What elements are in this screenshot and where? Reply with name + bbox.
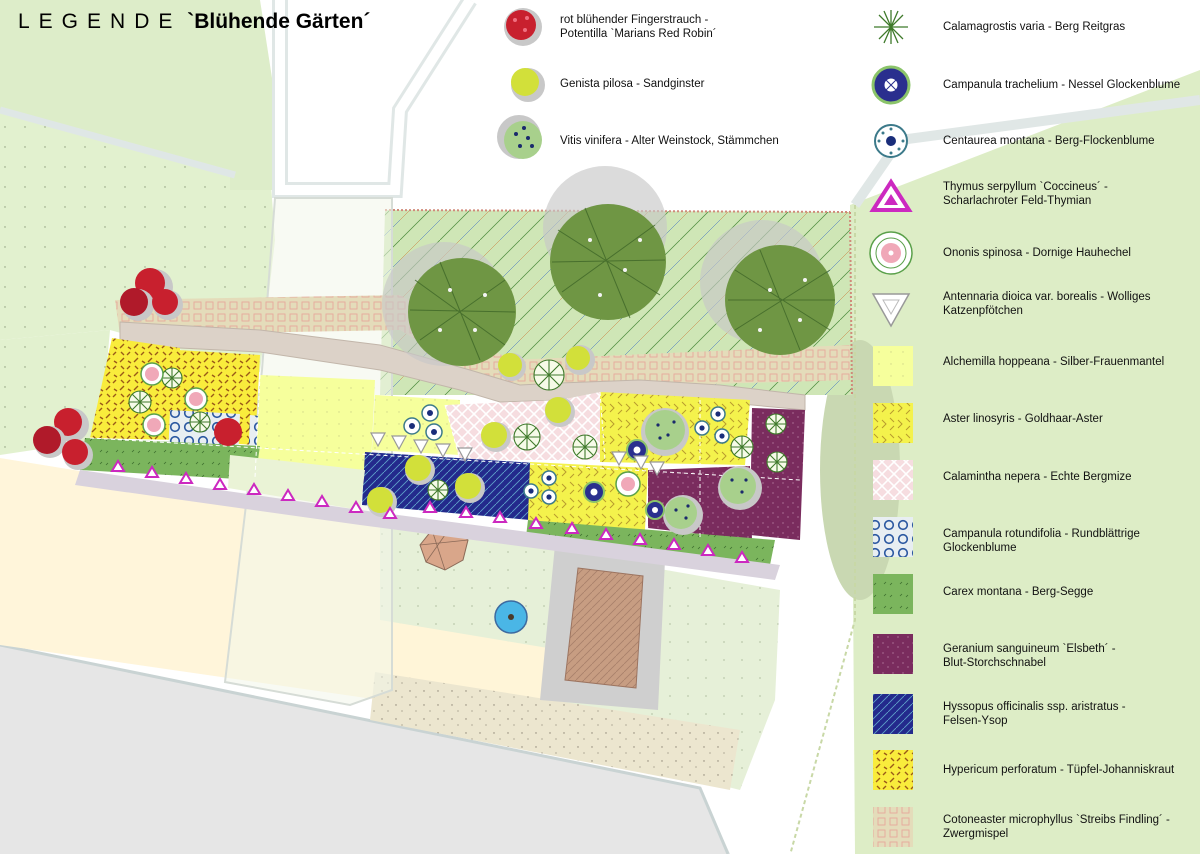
legend-label-campanula-trachelium: Campanula trachelium - Nessel Glockenblu…	[943, 79, 1181, 91]
grapevine-group	[641, 408, 762, 535]
yellow-shrub-icon	[511, 68, 545, 102]
bed-geranium	[750, 408, 805, 540]
blue-circles-swatch	[873, 517, 913, 557]
red-shrub-group	[33, 268, 242, 470]
cotoneaster-strip	[115, 295, 850, 390]
legend-label-antennaria: Antennaria dioica var. borealis - Wollig…	[943, 291, 1151, 317]
dotted-ring-icon	[874, 124, 908, 158]
thyme-edge-strip	[75, 470, 780, 580]
legend-label-calamagrostis: Calamagrostis varia - Berg Reitgras	[943, 21, 1126, 33]
legend-label-carex: Carex montana - Berg-Segge	[943, 586, 1094, 598]
grapevine-icon	[497, 115, 542, 159]
yellow-hatch-swatch	[873, 403, 913, 443]
legend-title-spaced: LEGENDE	[18, 10, 182, 33]
ononis-group	[140, 362, 641, 497]
thymus-group	[110, 459, 750, 563]
sandbox	[564, 567, 644, 689]
legend-label-cotoneaster: Cotoneaster microphyllus `Streibs Findli…	[943, 814, 1170, 840]
bed-alchemilla	[255, 375, 375, 485]
pink-ring-icon	[869, 231, 913, 275]
legend-label-genista: Genista pilosa - Sandginster	[560, 78, 705, 90]
paved-area	[0, 645, 730, 854]
plum-swatch	[873, 634, 913, 674]
legend-label-alchemilla: Alchemilla hoppeana - Silber-Frauenmante…	[943, 356, 1165, 368]
legend-label-vitis: Vitis vinifera - Alter Weinstock, Stämmc…	[560, 135, 779, 147]
legend-label-campanula-rotundifolia: Campanula rotundifolia - Rundblättrige G…	[943, 528, 1140, 554]
legend-icons	[497, 8, 913, 847]
legend-label-potentilla: rot blühender Fingerstrauch - Potentilla…	[560, 14, 717, 40]
green-swatch	[873, 574, 913, 614]
legend-label-aster: Aster linosyris - Goldhaar-Aster	[943, 413, 1103, 425]
navy-hatch-swatch	[873, 694, 913, 734]
legend-label-ononis: Ononis spinosa - Dornige Hauhechel	[943, 247, 1131, 259]
pink-lattice-swatch	[873, 460, 913, 500]
tree-left	[408, 258, 516, 366]
blue-ring-icon	[871, 65, 911, 105]
gravel-strip	[370, 672, 740, 790]
legend-label-geranium: Geranium sanguineum `Elsbeth´ - Blut-Sto…	[943, 643, 1116, 669]
grass-star-icon	[874, 10, 908, 44]
bed-carex	[80, 438, 260, 480]
legend-label-hypericum: Hypericum perforatum - Tüpfel-Johanniskr…	[943, 764, 1175, 776]
yellow-zigzag-swatch	[873, 750, 913, 790]
magenta-triangle-icon	[869, 178, 913, 212]
legend-label-hyssopus: Hyssopus officinalis ssp. aristratus - F…	[943, 701, 1126, 727]
lawn-top-left	[0, 0, 280, 190]
legend-label-thymus: Thymus serpyllum `Coccineus´ - Scharlach…	[943, 181, 1108, 207]
yellow-shrub-group	[367, 345, 595, 517]
legend-title: LEGENDE `Blühende Gärten´	[18, 10, 370, 34]
legend-label-calamintha: Calamintha nepera - Echte Bergmize	[943, 471, 1132, 483]
legend-label-centaurea: Centaurea montana - Berg-Flockenblume	[943, 135, 1155, 147]
lawn-right	[850, 70, 1200, 854]
beige-grid-swatch	[873, 807, 913, 847]
pale-yellow-swatch	[873, 346, 913, 386]
white-triangle-icon	[871, 293, 911, 328]
legend-title-text: `Blühende Gärten´	[187, 10, 371, 33]
red-shrub-icon	[504, 8, 542, 46]
centaurea-group	[403, 404, 730, 505]
antennaria-group	[369, 432, 666, 477]
